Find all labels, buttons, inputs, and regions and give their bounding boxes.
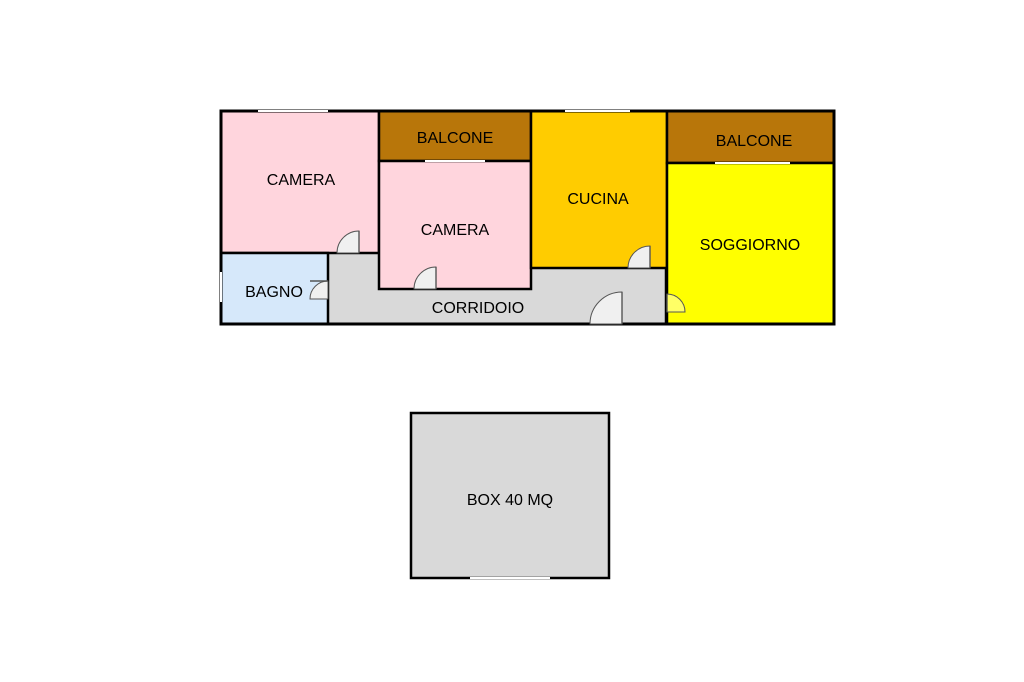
cucina-room xyxy=(529,109,669,270)
soggiorno-label: SOGGIORNO xyxy=(700,237,800,254)
door-soggiorno xyxy=(666,293,686,313)
camera-left-label: CAMERA xyxy=(267,172,336,189)
balcone-right-label: BALCONE xyxy=(716,133,792,150)
box-label: BOX 40 MQ xyxy=(467,492,553,509)
cucina-label: CUCINA xyxy=(567,191,629,208)
door-entrance xyxy=(589,291,623,325)
door-camera-left xyxy=(336,230,360,254)
door-camera-middle xyxy=(413,266,437,290)
camera-middle-room xyxy=(377,159,533,291)
balcone-left-label: BALCONE xyxy=(417,130,493,147)
bagno-label: BAGNO xyxy=(245,284,303,301)
box-room xyxy=(409,411,611,580)
camera-middle-label: CAMERA xyxy=(421,222,490,239)
balcone-right-room xyxy=(665,109,836,165)
outer-wall xyxy=(219,109,836,326)
door-cucina xyxy=(627,245,651,269)
camera-left-room xyxy=(219,109,381,255)
door-bagno xyxy=(309,280,329,300)
corridoio-label: CORRIDOIO xyxy=(432,300,524,317)
